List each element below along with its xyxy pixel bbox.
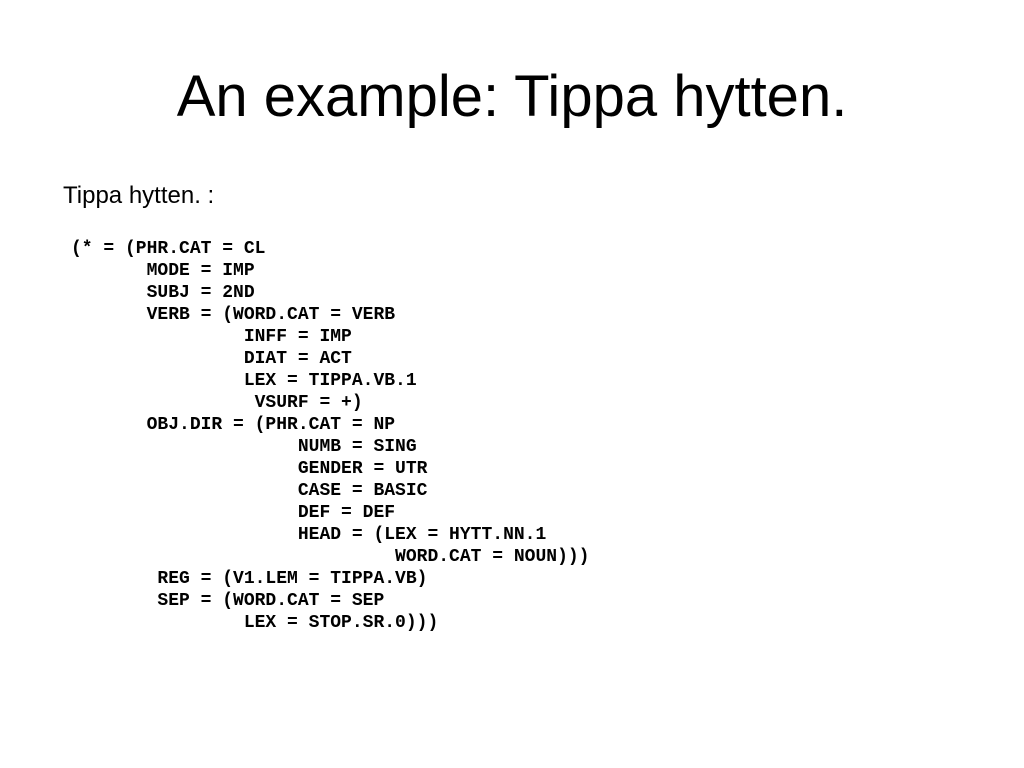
code-line: NUMB = SING — [71, 437, 417, 457]
code-line: OBJ.DIR = (PHR.CAT = NP — [71, 415, 396, 435]
code-line: VSURF = +) — [71, 393, 363, 413]
code-line: DEF = DEF — [71, 503, 396, 523]
code-line: LEX = TIPPA.VB.1 — [71, 371, 417, 391]
code-line: MODE = IMP — [71, 261, 255, 281]
code-line: SEP = (WORD.CAT = SEP — [71, 591, 385, 611]
code-line: SUBJ = 2ND — [71, 283, 255, 303]
intro-text: Tippa hytten. : — [63, 182, 215, 209]
slide-title: An example: Tippa hytten. — [176, 64, 848, 129]
feature-structure-code: (* = (PHR.CAT = CL MODE = IMP SUBJ = 2ND… — [71, 238, 589, 634]
code-line: VERB = (WORD.CAT = VERB — [71, 305, 396, 325]
code-line: REG = (V1.LEM = TIPPA.VB) — [71, 569, 428, 589]
code-line: WORD.CAT = NOUN))) — [71, 547, 590, 567]
code-line: LEX = STOP.SR.0))) — [71, 613, 439, 633]
code-line: DIAT = ACT — [71, 349, 352, 369]
code-line: GENDER = UTR — [71, 459, 428, 479]
code-line: (* = (PHR.CAT = CL — [71, 239, 266, 259]
code-line: CASE = BASIC — [71, 481, 428, 501]
code-line: INFF = IMP — [71, 327, 352, 347]
code-line: HEAD = (LEX = HYTT.NN.1 — [71, 525, 547, 545]
